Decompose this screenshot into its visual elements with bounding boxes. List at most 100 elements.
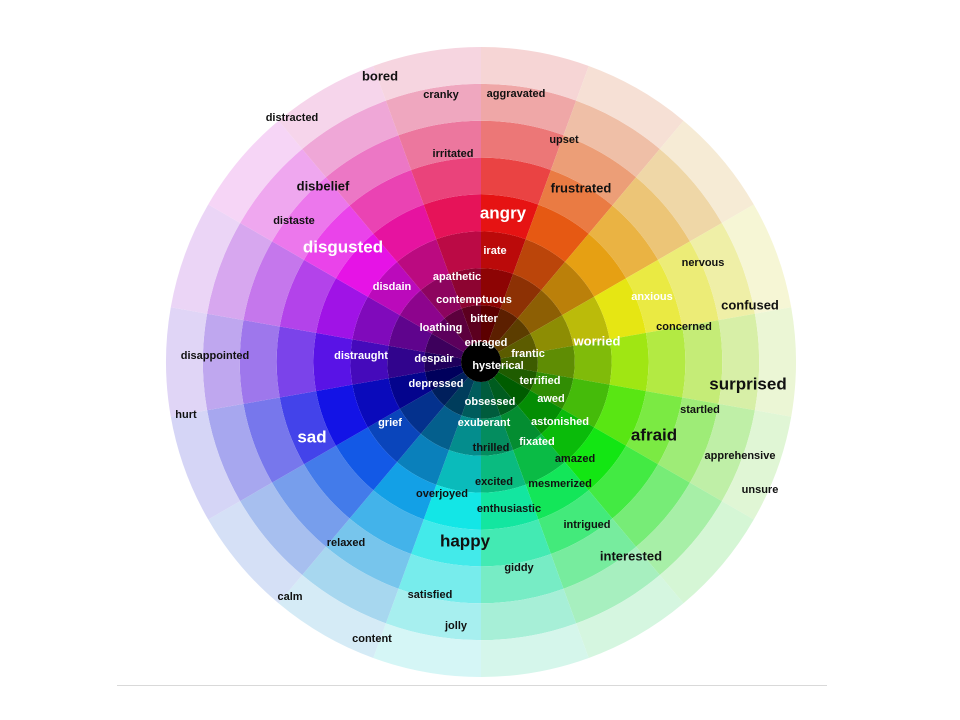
emotion-word-disgusted: disgusted [303, 237, 383, 256]
emotion-word-apprehensive: apprehensive [705, 450, 776, 462]
emotion-word-content: content [352, 633, 392, 645]
wheel-segment [304, 445, 374, 519]
emotion-word-surprised: surprised [709, 374, 786, 393]
wheel-segment [562, 378, 610, 428]
wheel-segment [352, 378, 400, 428]
wheel-segment [487, 308, 518, 347]
bottom-divider-line [117, 685, 827, 686]
emotion-word-disbelief: disbelief [297, 178, 350, 193]
emotion-word-hysterical: hysterical [472, 360, 523, 372]
emotion-word-awed: awed [537, 393, 565, 405]
wheel-segment [243, 397, 305, 483]
emotion-word-grief: grief [378, 417, 402, 429]
wheel-segment [325, 135, 412, 206]
wheel-segment [754, 307, 796, 417]
wheel-segment [525, 204, 589, 262]
wheel-segment [626, 391, 683, 465]
wheel-segment [517, 390, 563, 434]
wheel-segment [373, 204, 437, 262]
emotion-word-disdain: disdain [373, 281, 412, 293]
wheel-segment [659, 120, 754, 223]
wheel-segment [335, 233, 398, 297]
wheel-segment [367, 408, 421, 463]
wheel-segment [243, 241, 305, 327]
wheel-segment [498, 333, 538, 359]
wheel-segment [689, 222, 755, 321]
emotion-word-concerned: concerned [656, 321, 712, 333]
wheel-segment [612, 464, 690, 547]
wheel-segment [657, 397, 719, 483]
emotion-word-exuberant: exuberant [458, 417, 511, 429]
wheel-segment [612, 177, 690, 260]
wheel-segment [335, 427, 398, 491]
wheel-segment [481, 120, 564, 170]
wheel-segment [576, 65, 684, 149]
emotion-word-anxious: anxious [631, 291, 673, 303]
wheel-segment [373, 623, 481, 677]
wheel-segment [170, 204, 241, 314]
emotion-word-upset: upset [549, 134, 579, 146]
wheel-segment [594, 278, 646, 340]
wheel-segment [594, 384, 646, 446]
emotion-word-excited: excited [475, 476, 513, 488]
emotion-word-enthusiastic: enthusiastic [477, 503, 541, 515]
emotion-word-hurt: hurt [175, 409, 197, 421]
wheel-segment [481, 305, 501, 344]
wheel-segment [448, 415, 481, 456]
wheel-segment [278, 65, 386, 149]
emotion-word-cranky: cranky [423, 89, 459, 101]
wheel-segment [481, 157, 551, 205]
emotion-word-irritated: irritated [433, 148, 474, 160]
wheel-segment [388, 315, 432, 353]
emotion-word-distracted: distracted [266, 112, 319, 124]
wheel-segment [279, 391, 336, 465]
wheel-segment [517, 290, 563, 334]
wheel-segment [530, 315, 574, 353]
wheel-segment [562, 296, 610, 346]
emotion-word-interested: interested [600, 548, 662, 563]
emotion-word-obsessed: obsessed [465, 396, 516, 408]
emotion-word-aggravated: aggravated [487, 88, 546, 100]
wheel-segment [423, 194, 481, 240]
wheel-segment [481, 231, 526, 274]
emotion-word-enraged: enraged [465, 337, 508, 349]
wheel-segment [721, 204, 792, 314]
wheel-segment [689, 403, 755, 502]
wheel-segment [481, 588, 577, 641]
wheel-segment [525, 462, 589, 520]
emotion-word-bitter: bitter [470, 313, 498, 325]
emotion-word-mesmerized: mesmerized [528, 478, 592, 490]
emotion-word-nervous: nervous [682, 257, 725, 269]
emotion-word-relaxed: relaxed [327, 537, 366, 549]
wheel-segment [481, 380, 501, 419]
wheel-segment [563, 100, 660, 178]
wheel-segment [538, 490, 613, 555]
wheel-segment [420, 273, 462, 319]
wheel-segment [500, 273, 542, 319]
wheel-segment [721, 410, 792, 520]
wheel-segment [399, 290, 445, 334]
emotion-word-amazed: amazed [555, 453, 595, 465]
wheel-segment [424, 352, 462, 372]
wheel-segment [626, 259, 683, 333]
wheel-segment [657, 241, 719, 327]
wheel-segment [272, 464, 350, 547]
emotion-word-depressed: depressed [408, 378, 463, 390]
wheel-segment [272, 177, 350, 260]
wheel-segment [636, 148, 722, 242]
wheel-segment [513, 239, 565, 291]
emotion-word-jolly: jolly [444, 620, 468, 632]
wheel-center-hub [461, 342, 501, 382]
wheel-segment [349, 169, 424, 234]
wheel-segment [481, 484, 539, 530]
wheel-segment [367, 261, 421, 316]
wheel-segment [436, 450, 481, 493]
emotion-word-loathing: loathing [420, 322, 463, 334]
emotion-word-irate: irate [483, 245, 506, 257]
wheel-segment [431, 318, 469, 352]
wheel-segment [718, 313, 760, 411]
wheel-segment [276, 326, 317, 398]
emotion-word-distaste: distaste [273, 215, 315, 227]
